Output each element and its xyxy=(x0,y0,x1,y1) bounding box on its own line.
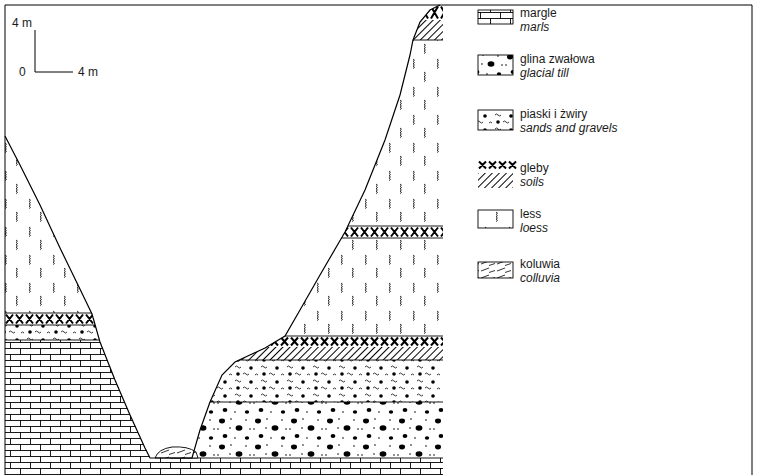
soil-crosses xyxy=(171,7,448,19)
legend-translation: marls xyxy=(520,20,549,34)
soil-crosses xyxy=(171,338,448,346)
scale-label: 4 m xyxy=(12,16,32,30)
legend-translation: loess xyxy=(520,221,548,235)
legend-swatch xyxy=(478,55,513,75)
soil-crosses xyxy=(479,162,516,169)
soil-crosses xyxy=(171,228,448,237)
colluvia-lens xyxy=(155,447,198,458)
scale-label: 0 xyxy=(19,65,26,79)
legend-label: margle xyxy=(520,6,557,20)
legend-label: gleby xyxy=(520,161,549,175)
legend-label: koluwia xyxy=(520,257,560,271)
legend-label: less xyxy=(520,207,541,221)
legend-swatch xyxy=(478,110,513,130)
legend-swatch xyxy=(478,160,516,188)
soil-crosses xyxy=(6,7,448,346)
legend-swatch xyxy=(478,210,513,228)
frame xyxy=(5,5,752,475)
legend-label: piaski i żwiry xyxy=(520,107,587,121)
legend-swatches xyxy=(478,10,516,278)
legend-translation: colluvia xyxy=(520,271,560,285)
legend-translation: glacial till xyxy=(520,66,569,80)
scale-label: 4 m xyxy=(78,65,98,79)
ground-surface xyxy=(5,5,440,458)
legend-swatch xyxy=(478,10,513,24)
legend-swatch xyxy=(478,262,513,278)
legend-label: glina zwałowa xyxy=(520,52,595,66)
scale-bar xyxy=(35,30,73,72)
soil-crosses xyxy=(6,315,173,324)
legend-translation: soils xyxy=(520,175,544,189)
rock-layers xyxy=(5,5,448,475)
legend-translation: sands and gravels xyxy=(520,121,617,135)
